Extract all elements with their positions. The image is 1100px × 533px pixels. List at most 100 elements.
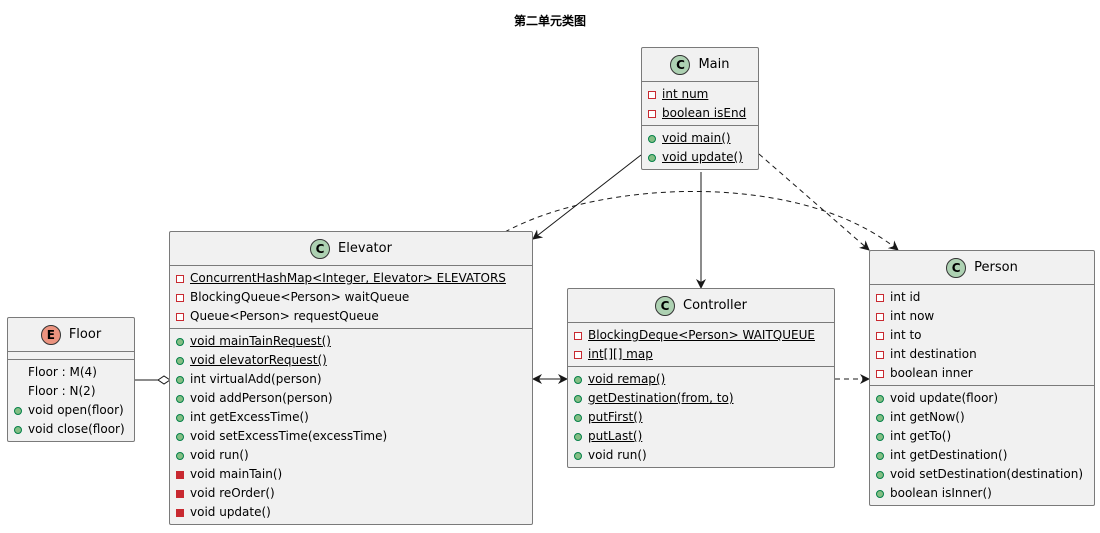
class-stereotype-icon: C bbox=[310, 238, 331, 259]
class-stereotype-icon: C bbox=[655, 295, 676, 316]
member-row: void update(floor) bbox=[870, 389, 1094, 408]
member-text: void mainTain() bbox=[190, 467, 283, 481]
member-row: void addPerson(person) bbox=[170, 389, 532, 408]
class-person-methods: void update(floor)int getNow() int getTo(… bbox=[870, 386, 1094, 505]
private-marker-icon bbox=[876, 350, 884, 359]
member-text: boolean inner bbox=[890, 366, 973, 380]
member-row: void open(floor) bbox=[8, 401, 134, 420]
edge-elevator-person bbox=[504, 190, 899, 251]
class-main-header: C Main bbox=[642, 48, 758, 82]
class-elevator-name: Elevator bbox=[338, 241, 392, 256]
member-text: void setDestination(destination) bbox=[890, 467, 1084, 481]
member-text: void remap() bbox=[588, 372, 666, 386]
private-marker-icon bbox=[876, 331, 884, 340]
private-marker-icon bbox=[176, 470, 184, 479]
member-text: int getExcessTime() bbox=[190, 410, 309, 424]
member-text: ConcurrentHashMap<Integer, Elevator> ELE… bbox=[190, 271, 506, 285]
class-person-header: C Person bbox=[870, 251, 1094, 285]
member-row: int id bbox=[870, 288, 1094, 307]
public-marker-icon bbox=[176, 337, 184, 346]
public-marker-icon bbox=[176, 413, 184, 422]
member-text: Queue<Person> requestQueue bbox=[190, 309, 379, 323]
member-row: int getTo() bbox=[870, 427, 1094, 446]
member-row: BlockingQueue<Person> waitQueue bbox=[170, 288, 532, 307]
private-marker-icon bbox=[574, 331, 582, 340]
class-elevator-fields: ConcurrentHashMap<Integer, Elevator> ELE… bbox=[170, 266, 532, 329]
member-text: int virtualAdd(person) bbox=[190, 372, 322, 386]
member-row: getDestination(from, to) bbox=[568, 389, 834, 408]
member-row: Floor : N(2) bbox=[8, 382, 134, 401]
public-marker-icon bbox=[876, 413, 884, 422]
member-text: void run() bbox=[190, 448, 249, 462]
enum-floor[interactable]: E Floor Floor : M(4)Floor : N(2)void ope… bbox=[7, 317, 135, 442]
private-marker-icon bbox=[176, 312, 184, 321]
enum-floor-members: Floor : M(4) Floor : N(2) void open(floor)… bbox=[8, 360, 134, 441]
member-text: putFirst() bbox=[588, 410, 643, 424]
member-text: void addPerson(person) bbox=[190, 391, 333, 405]
class-controller-fields: BlockingDeque<Person> WAITQUEUE int[][] m… bbox=[568, 323, 834, 367]
member-text: void main() bbox=[662, 131, 731, 145]
enum-stereotype-icon: E bbox=[40, 324, 61, 345]
class-elevator[interactable]: C Elevator ConcurrentHashMap<Integer, El… bbox=[169, 231, 533, 525]
member-text: void close(floor) bbox=[28, 422, 125, 436]
private-marker-icon bbox=[176, 508, 184, 517]
edge-main-person bbox=[758, 153, 870, 251]
member-text: int id bbox=[890, 290, 921, 304]
public-marker-icon bbox=[574, 451, 582, 460]
member-text: void reOrder() bbox=[190, 486, 275, 500]
private-marker-icon bbox=[648, 90, 656, 99]
public-marker-icon bbox=[176, 451, 184, 460]
public-marker-icon bbox=[876, 451, 884, 460]
member-row: putLast() bbox=[568, 427, 834, 446]
member-row: void mainTainRequest() bbox=[170, 332, 532, 351]
member-row: int getNow() bbox=[870, 408, 1094, 427]
private-marker-icon bbox=[176, 293, 184, 302]
member-text: int getTo() bbox=[890, 429, 952, 443]
member-row: void reOrder() bbox=[170, 484, 532, 503]
member-row: putFirst() bbox=[568, 408, 834, 427]
no-marker bbox=[14, 369, 22, 377]
member-text: void update() bbox=[662, 150, 743, 164]
member-text: void update() bbox=[190, 505, 271, 519]
private-marker-icon bbox=[876, 293, 884, 302]
member-row: void setDestination(destination) bbox=[870, 465, 1094, 484]
member-row: void setExcessTime(excessTime) bbox=[170, 427, 532, 446]
member-text: putLast() bbox=[588, 429, 643, 443]
class-stereotype-icon: C bbox=[670, 54, 691, 75]
member-text: void run() bbox=[588, 448, 647, 462]
member-row: Queue<Person> requestQueue bbox=[170, 307, 532, 326]
class-controller[interactable]: C Controller BlockingDeque<Person> WAITQ… bbox=[567, 288, 835, 468]
member-text: int num bbox=[662, 87, 709, 101]
member-text: int[][] map bbox=[588, 347, 653, 361]
member-row: boolean isEnd bbox=[642, 104, 758, 123]
member-row: void close(floor) bbox=[8, 420, 134, 439]
member-row: ConcurrentHashMap<Integer, Elevator> ELE… bbox=[170, 269, 532, 288]
member-text: int to bbox=[890, 328, 922, 342]
member-text: Floor : M(4) bbox=[28, 365, 97, 379]
member-row: int getExcessTime() bbox=[170, 408, 532, 427]
member-text: void mainTainRequest() bbox=[190, 334, 331, 348]
class-person[interactable]: C Person int id int now int to int destinat… bbox=[869, 250, 1095, 506]
class-controller-header: C Controller bbox=[568, 289, 834, 323]
member-text: void open(floor) bbox=[28, 403, 124, 417]
class-controller-name: Controller bbox=[683, 298, 747, 313]
member-text: int now bbox=[890, 309, 935, 323]
class-stereotype-icon: C bbox=[946, 257, 967, 278]
member-text: BlockingQueue<Person> waitQueue bbox=[190, 290, 410, 304]
private-marker-icon bbox=[876, 369, 884, 378]
member-row: boolean isInner() bbox=[870, 484, 1094, 503]
public-marker-icon bbox=[876, 432, 884, 441]
public-marker-icon bbox=[648, 134, 656, 143]
class-person-name: Person bbox=[974, 260, 1018, 275]
public-marker-icon bbox=[176, 356, 184, 365]
class-main[interactable]: C Main int num boolean isEnd void main() v… bbox=[641, 47, 759, 170]
member-row: BlockingDeque<Person> WAITQUEUE bbox=[568, 326, 834, 345]
member-text: int destination bbox=[890, 347, 977, 361]
edge-main-elevator bbox=[532, 154, 642, 240]
public-marker-icon bbox=[574, 413, 582, 422]
member-row: void update() bbox=[170, 503, 532, 522]
private-marker-icon bbox=[648, 109, 656, 118]
member-text: getDestination(from, to) bbox=[588, 391, 734, 405]
member-row: void update() bbox=[642, 148, 758, 167]
member-row: void run() bbox=[568, 446, 834, 465]
